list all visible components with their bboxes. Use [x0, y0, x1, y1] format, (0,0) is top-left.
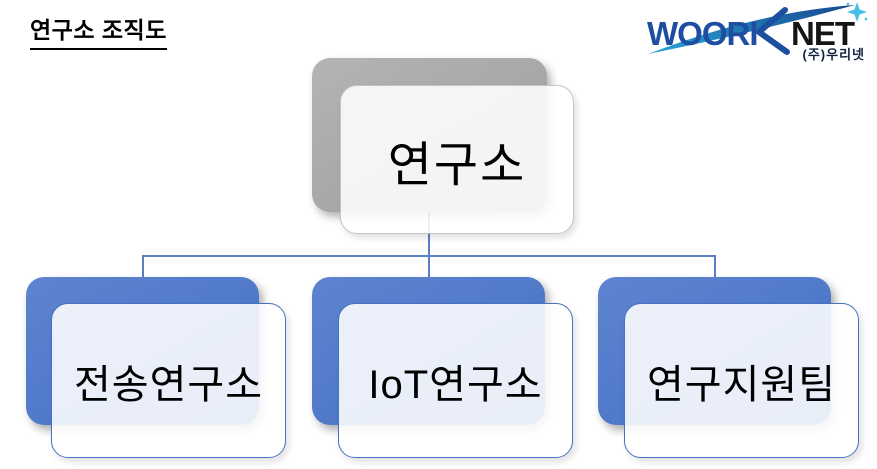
connector-drop-3	[714, 255, 716, 278]
swoosh-icon	[648, 5, 855, 54]
org-node-card: IoT연구소	[338, 303, 573, 458]
woorinet-logo-graphic: WOORI NET (주)우리넷	[647, 2, 868, 62]
k-swoosh-icon	[756, 7, 790, 55]
logo-brand-secondary: NET	[791, 15, 855, 52]
sparkle-star-icon	[847, 2, 867, 22]
org-node-root-card: 연구소	[340, 85, 574, 234]
woorinet-logo: WOORI NET (주)우리넷	[645, 2, 873, 62]
connector-drop-2	[428, 255, 430, 278]
org-node-label: 전송연구소	[74, 362, 263, 407]
page-title: 연구소 조직도	[30, 11, 167, 50]
logo-brand-primary: WOORI	[647, 15, 757, 52]
logo-caption: (주)우리넷	[803, 47, 866, 62]
org-node-card: 연구지원팀	[624, 303, 859, 458]
connector-drop-1	[142, 255, 144, 278]
org-node-label: IoT연구소	[368, 362, 543, 407]
sparkle-dot-icon	[864, 17, 868, 21]
sparkle-dot-icon	[846, 2, 850, 6]
org-node-root-label: 연구소	[387, 138, 527, 192]
org-node-label: 연구지원팀	[647, 362, 836, 407]
org-node-card: 전송연구소	[51, 303, 286, 458]
